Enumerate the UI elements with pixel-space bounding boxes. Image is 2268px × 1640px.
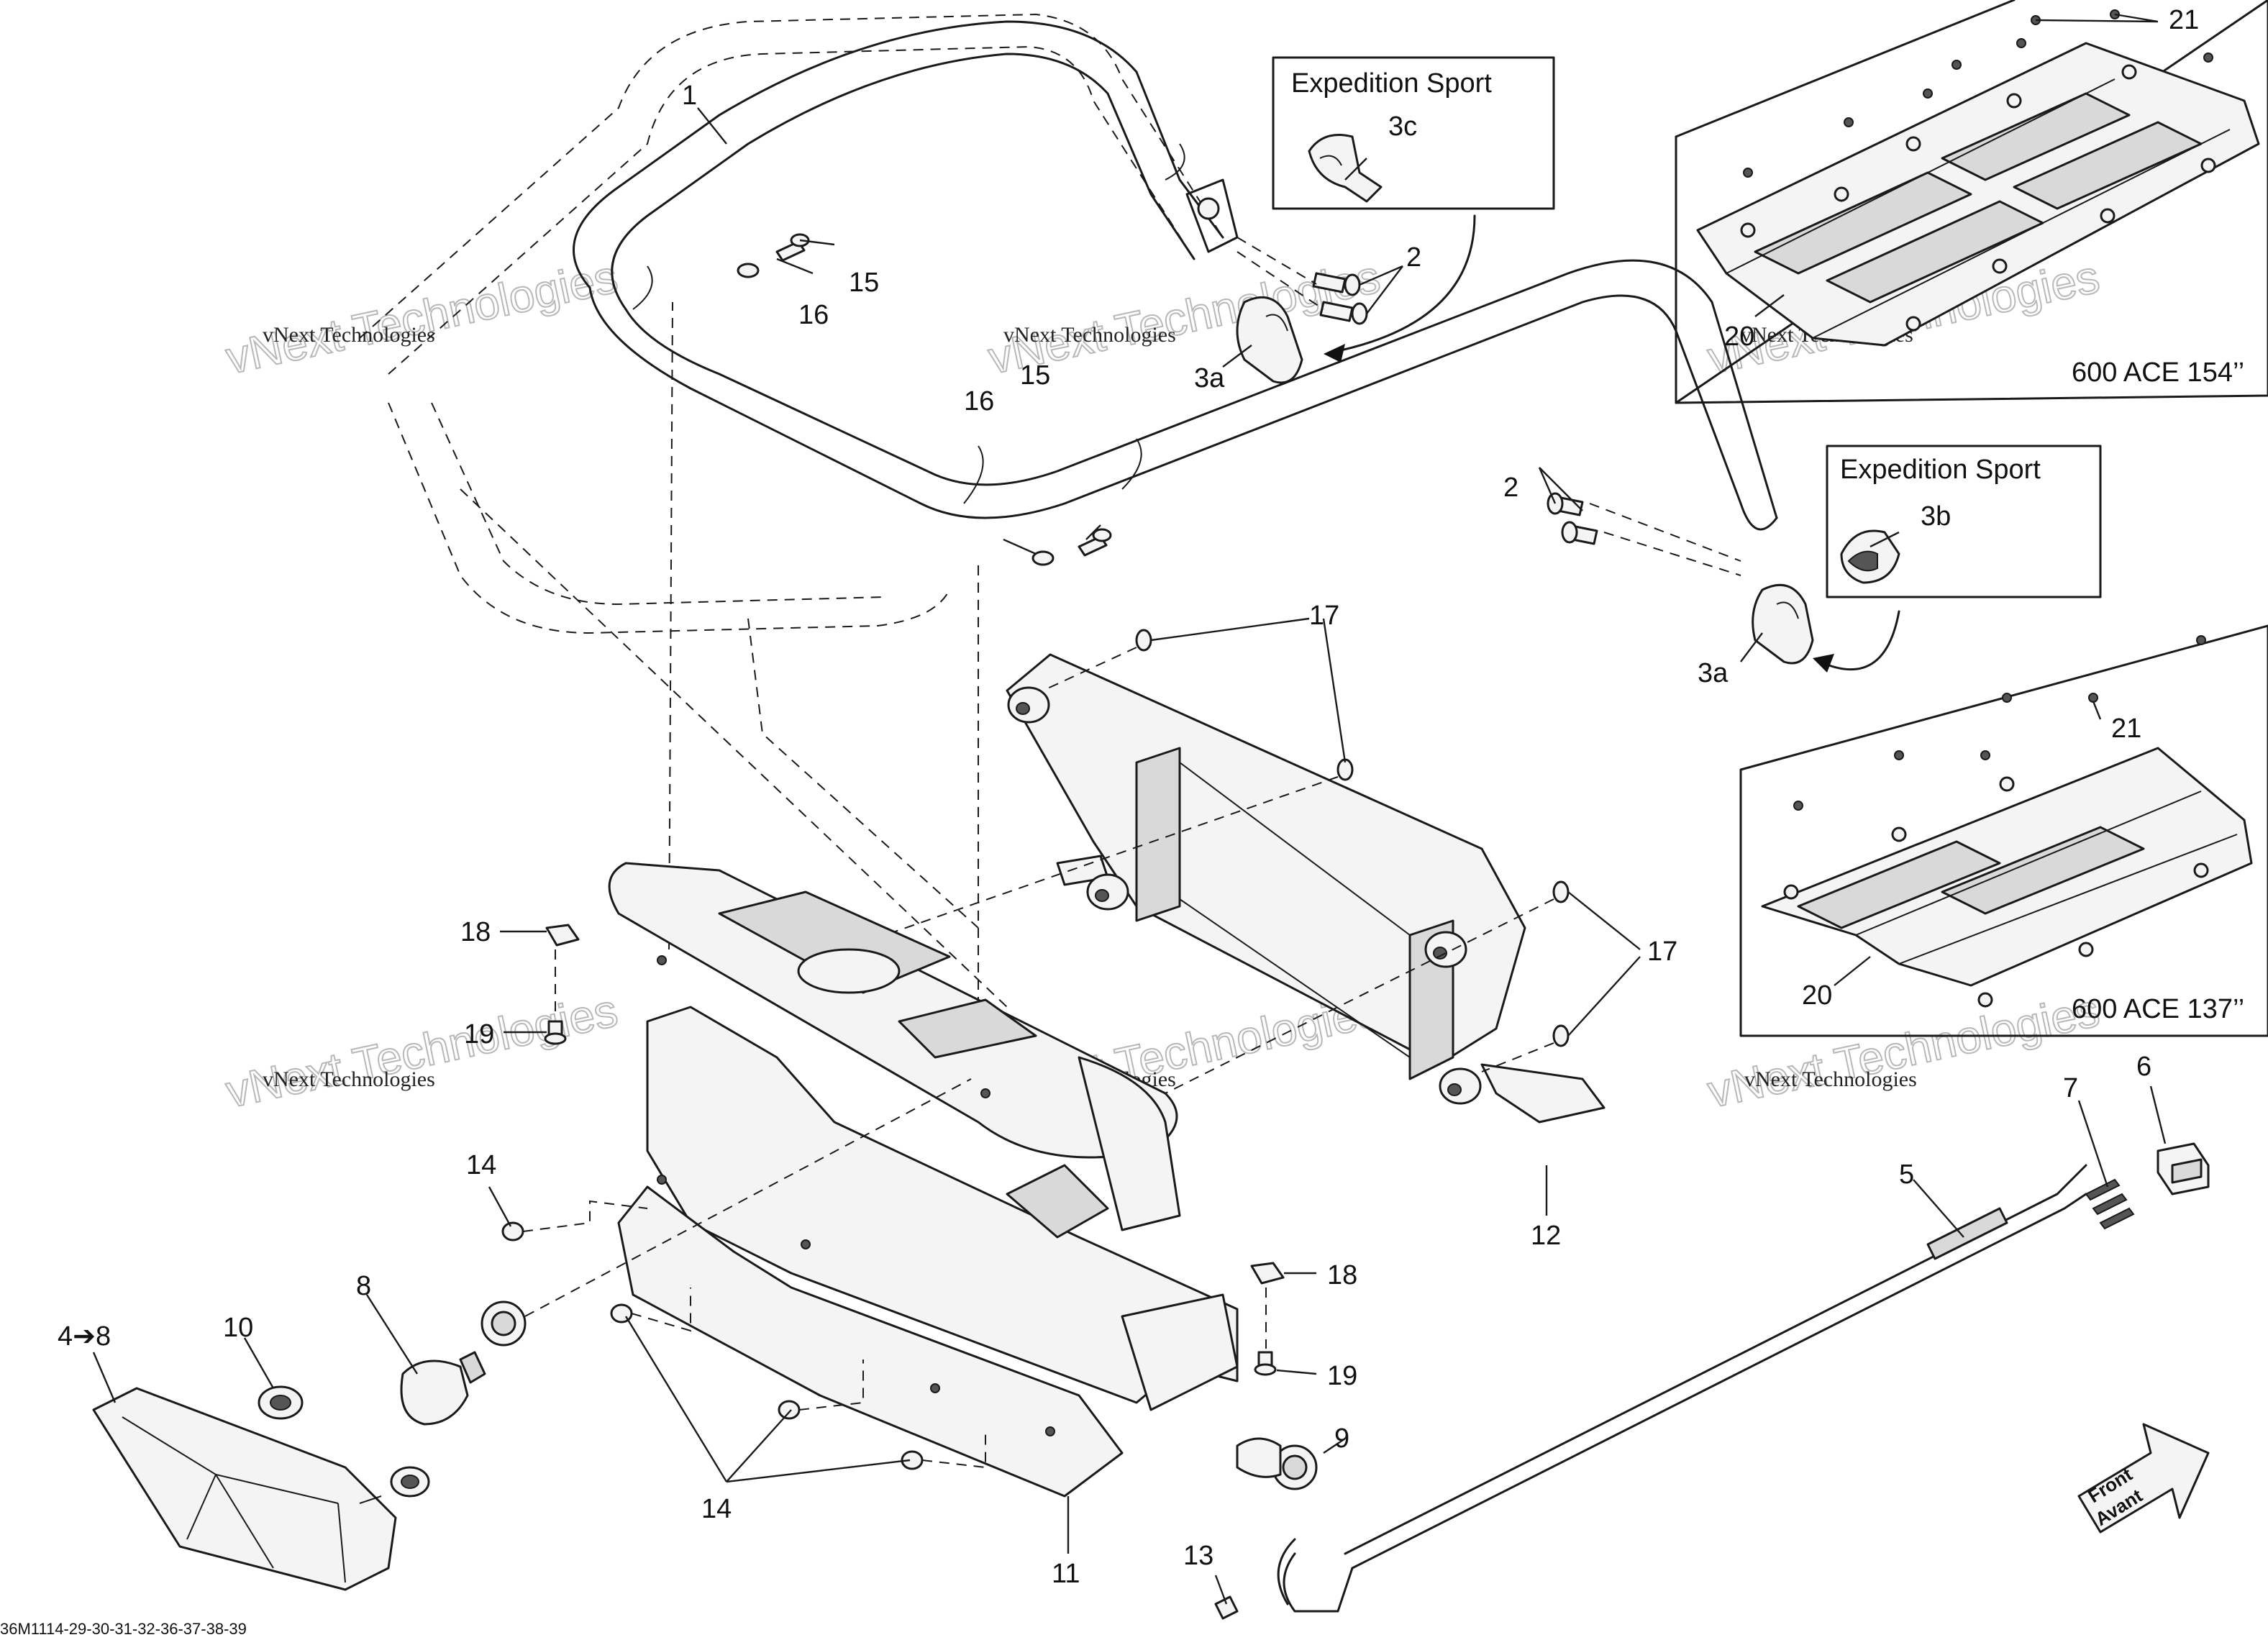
expedition-sport-title: Expedition Sport <box>1291 68 1492 99</box>
label-3c: 3c <box>1388 111 1417 142</box>
socket-parts-9 <box>481 1078 1318 1490</box>
label-16-lower: 16 <box>964 386 994 416</box>
label-5: 5 <box>1899 1160 1914 1190</box>
label-21-bottom: 21 <box>2111 714 2141 744</box>
clip-part-13 <box>1214 1595 1239 1620</box>
label-19-right: 19 <box>1327 1361 1357 1391</box>
label-10: 10 <box>223 1313 253 1343</box>
grommet-part-10 <box>258 1385 430 1504</box>
label-16-top: 16 <box>798 300 829 330</box>
callout-labels: 1 2 2 3a 3a 3b 3c 4➔8 5 6 7 8 9 10 11 12… <box>58 5 2199 1589</box>
bracket-part-12 <box>1006 653 1606 1124</box>
label-9: 9 <box>1334 1423 1349 1454</box>
taillight-part-4 <box>92 1387 397 1591</box>
label-8: 8 <box>356 1271 371 1301</box>
grommets-part-14 <box>501 1200 986 1470</box>
label-4-to-8: 4➔8 <box>58 1321 111 1352</box>
bumper-part-11 <box>608 862 1239 1498</box>
label-19-left: 19 <box>464 1019 494 1049</box>
end-cap-part-3a-left <box>1236 296 1303 384</box>
leader-lines <box>92 13 2167 1605</box>
bulb-part-8 <box>400 1351 486 1426</box>
label-7: 7 <box>2063 1073 2078 1103</box>
label-3a-right: 3a <box>1698 658 1729 688</box>
label-14-bottom: 14 <box>701 1494 732 1524</box>
expedition-sport-box-top: Expedition Sport <box>1272 56 1555 363</box>
watermark-small: vNext Technologies <box>1003 323 1176 347</box>
label-2-left: 2 <box>1406 242 1421 273</box>
label-6: 6 <box>2136 1052 2151 1082</box>
drawing-code: 36M1114-29-30-31-32-36-37-38-39 <box>0 1620 247 1638</box>
label-11: 11 <box>1052 1559 1080 1589</box>
terminals-part-7 <box>2085 1178 2135 1230</box>
watermark-small: vNext Technologies <box>263 323 435 347</box>
label-21-top: 21 <box>2169 5 2199 35</box>
ace154-box: 600 ACE 154’’ <box>1675 0 2268 404</box>
label-15-top: 15 <box>849 268 879 298</box>
watermark-big: vNext Technologies <box>1703 984 2104 1118</box>
label-17-top: 17 <box>1309 601 1339 631</box>
label-15-lower: 15 <box>1020 360 1050 391</box>
ace137-title: 600 ACE 137’’ <box>2072 994 2244 1024</box>
label-3b: 3b <box>1921 501 1951 532</box>
front-arrow: Front Avant <box>2077 1423 2210 1534</box>
label-18-right: 18 <box>1327 1260 1357 1290</box>
label-17-right: 17 <box>1647 937 1677 967</box>
label-20-top: 20 <box>1724 322 1754 352</box>
end-cap-part-3a-right <box>1752 583 1814 665</box>
expedition-sport-box-right: Expedition Sport <box>1813 445 2102 673</box>
label-3a-left: 3a <box>1194 363 1225 393</box>
clip-screw-parts-18-19-left <box>544 924 580 1045</box>
connector-part-6 <box>2157 1142 2210 1195</box>
ace137-box: 600 ACE 137’’ <box>1739 624 2268 1037</box>
watermark-big: vNext Technologies <box>222 984 622 1118</box>
label-20-bottom: 20 <box>1802 980 1832 1011</box>
label-1: 1 <box>682 81 697 111</box>
label-13: 13 <box>1183 1541 1213 1571</box>
label-14-top: 14 <box>466 1150 496 1180</box>
label-2-right: 2 <box>1503 473 1518 503</box>
watermark-small: vNext Technologies <box>263 1067 435 1091</box>
expedition-sport-title: Expedition Sport <box>1840 455 2041 485</box>
label-18-left: 18 <box>460 917 491 947</box>
watermark-big: vNext Technologies <box>222 250 622 384</box>
harness-part-5 <box>1277 1164 2087 1613</box>
grab-handle-part-1 <box>359 13 1778 1008</box>
ace154-title: 600 ACE 154’’ <box>2072 357 2244 388</box>
clip-screw-parts-18-19-right <box>1250 1262 1285 1376</box>
watermark-small: vNext Technologies <box>1744 1067 1917 1091</box>
label-12: 12 <box>1531 1221 1561 1251</box>
bolts-part-2-left <box>1237 237 1368 325</box>
